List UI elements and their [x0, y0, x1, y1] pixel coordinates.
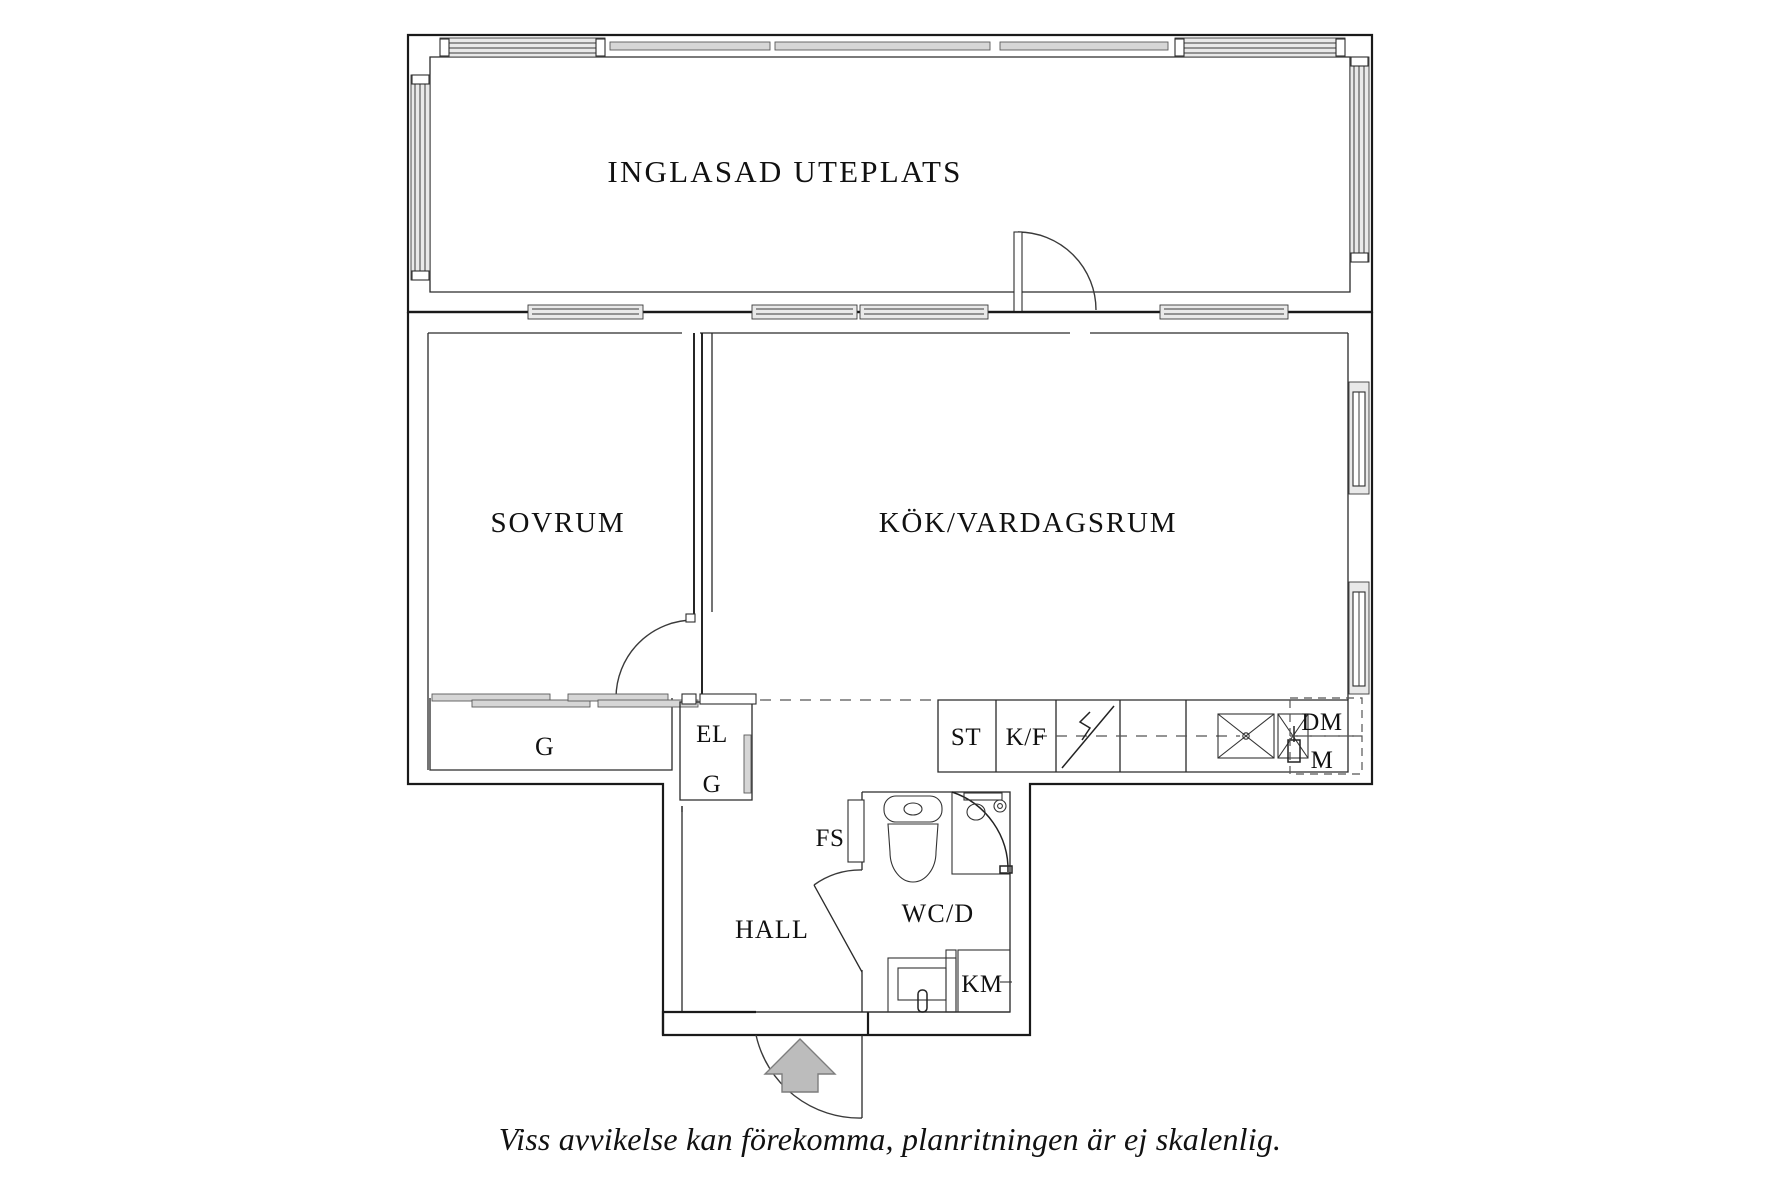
freezer-hall-label: FS	[815, 825, 844, 852]
patio-window-top-left	[439, 37, 606, 58]
wardrobe-bedroom-label: G	[535, 732, 555, 761]
double-sink-symbol	[1217, 713, 1309, 763]
kitchen-counter-run: DM M ST K/F	[760, 697, 1363, 775]
window-kitchen-north-b	[859, 304, 989, 320]
entrance-door[interactable]	[755, 1034, 863, 1119]
cooktop-symbol	[1061, 705, 1115, 769]
patio-window-top-right	[999, 37, 1346, 58]
bedroom-label: SOVRUM	[491, 507, 626, 539]
washing-machine: KM	[945, 949, 1012, 1013]
patio-window-right	[1349, 56, 1370, 263]
kitchen-label: KÖK/VARDAGSRUM	[879, 507, 1178, 539]
patio-door[interactable]	[1013, 231, 1097, 313]
kitchen-room: KÖK/VARDAGSRUM	[711, 333, 1370, 700]
storage-label: ST	[951, 724, 981, 751]
window-bedroom-north	[527, 304, 644, 320]
microwave-box: M	[1289, 735, 1363, 775]
bathroom-label: WC/D	[902, 899, 975, 928]
toilet-symbol	[883, 795, 943, 883]
wardrobe-hall-label: G	[703, 771, 722, 798]
freezer-hall-unit: FS	[815, 799, 865, 863]
dishwasher-label: DM	[1301, 709, 1342, 736]
hall-label: HALL	[735, 915, 809, 944]
electrical-closet[interactable]: EL G	[679, 693, 757, 801]
patio-room: INGLASAD UTEPLATS	[410, 37, 1370, 313]
patio-window-top-center2	[774, 41, 991, 51]
dishwasher-box: DM	[1289, 697, 1363, 737]
corner-shower-symbol	[951, 791, 1013, 875]
window-kitchen-north-c	[1159, 304, 1289, 320]
entrance-direction-arrow	[763, 1038, 837, 1093]
microwave-label: M	[1311, 747, 1334, 774]
disclaimer-caption: Viss avvikelse kan förekomma, planritnin…	[498, 1121, 1282, 1157]
fridge-freezer-label: K/F	[1006, 724, 1047, 751]
hall-room: HALL	[661, 806, 870, 1035]
window-kitchen-east-a	[1348, 381, 1370, 495]
bathroom-door[interactable]	[813, 869, 863, 973]
wardrobe-bedroom[interactable]: G	[429, 693, 699, 771]
patio-label: INGLASAD UTEPLATS	[607, 154, 962, 189]
patio-window-left	[410, 74, 431, 281]
electrical-closet-label: EL	[696, 721, 728, 748]
bedroom-room: SOVRUM	[427, 333, 703, 770]
bathroom-room: FS KM WC	[813, 791, 1013, 1013]
window-kitchen-north-a	[751, 304, 858, 320]
window-kitchen-east-b	[1348, 581, 1370, 695]
bedroom-door[interactable]	[615, 613, 696, 699]
patio-window-top-center	[609, 41, 771, 51]
washing-machine-label: KM	[961, 971, 1002, 998]
patio-interior-wall	[408, 304, 1372, 334]
